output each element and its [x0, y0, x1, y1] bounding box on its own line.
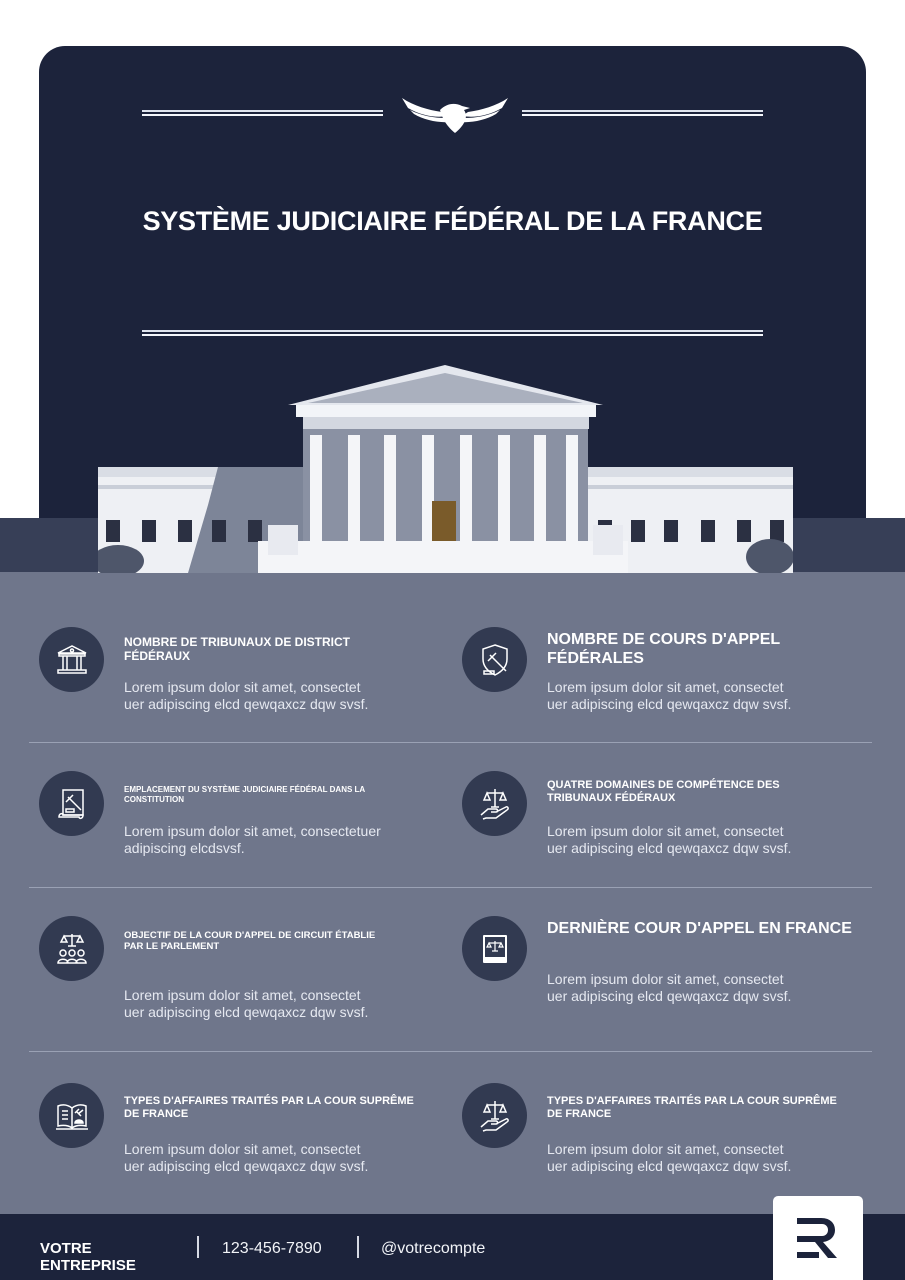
content-panel [0, 572, 905, 1215]
footer-separator [357, 1236, 359, 1258]
social-handle[interactable]: @votrecompte [381, 1240, 486, 1257]
footer-separator [197, 1236, 199, 1258]
decorative-rule-right [522, 110, 763, 116]
courthouse-icon [39, 627, 104, 692]
hand-scales-icon [462, 771, 527, 836]
section-divider [29, 1051, 872, 1052]
phone-number[interactable]: 123-456-7890 [222, 1240, 322, 1257]
hand-scales-icon [462, 1083, 527, 1148]
open-book-gavel-icon [39, 1083, 104, 1148]
scales-people-icon [39, 916, 104, 981]
supreme-court-building-illustration [98, 365, 793, 573]
section-divider [29, 887, 872, 888]
eagle-icon [402, 98, 508, 133]
section-divider [29, 742, 872, 743]
decorative-rule-left [142, 110, 383, 116]
er-logo-icon [797, 1218, 837, 1258]
shield-gavel-icon [462, 627, 527, 692]
scroll-gavel-icon [39, 771, 104, 836]
page-title: SYSTÈME JUDICIAIRE FÉDÉRAL DE LA FRANCE [142, 206, 763, 236]
footer: VOTRE ENTREPRISE 123-456-7890 @votrecomp… [0, 1214, 905, 1280]
company-name: VOTRE ENTREPRISE [40, 1240, 136, 1274]
law-book-icon [462, 916, 527, 981]
decorative-rule-bottom [142, 330, 763, 336]
company-logo [773, 1196, 863, 1280]
